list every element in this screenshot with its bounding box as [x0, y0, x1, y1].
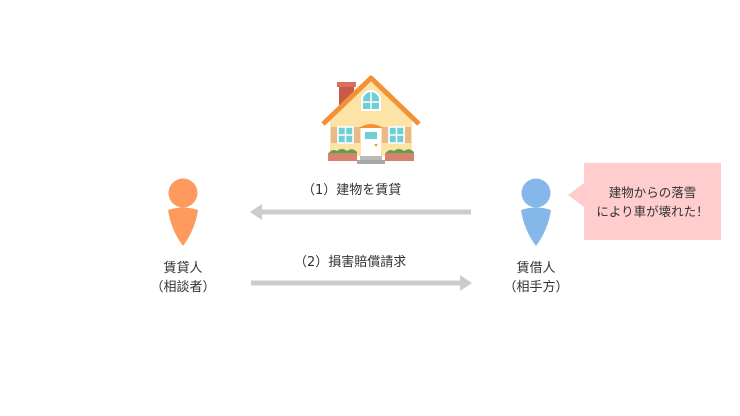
tenant-note: （相手方） [503, 280, 569, 295]
house-icon [321, 75, 421, 164]
arrow-right-icon [251, 275, 472, 291]
speech-bubble: 建物からの落雪 により車が壊れた！ [568, 163, 721, 240]
tenant-role: 賃借人 [516, 261, 556, 276]
tenant-person-icon [521, 178, 551, 246]
arrow-left-icon [250, 204, 471, 220]
arrow-1-label: （1）建物を賃貸 [302, 183, 402, 198]
landlord-note: （相談者） [150, 280, 216, 295]
landlord-label: 賃貸人 （相談者） [133, 259, 233, 297]
speech-bubble-line-2: により車が壊れた！ [596, 203, 709, 219]
arrow-2-label: （2）損害賠償請求 [294, 255, 407, 270]
tenant-label: 賃借人 （相手方） [486, 259, 586, 297]
speech-bubble-line-1: 建物からの落雪 [608, 184, 697, 200]
landlord-role: 賃貸人 [163, 261, 203, 276]
landlord-person-icon [168, 178, 198, 246]
